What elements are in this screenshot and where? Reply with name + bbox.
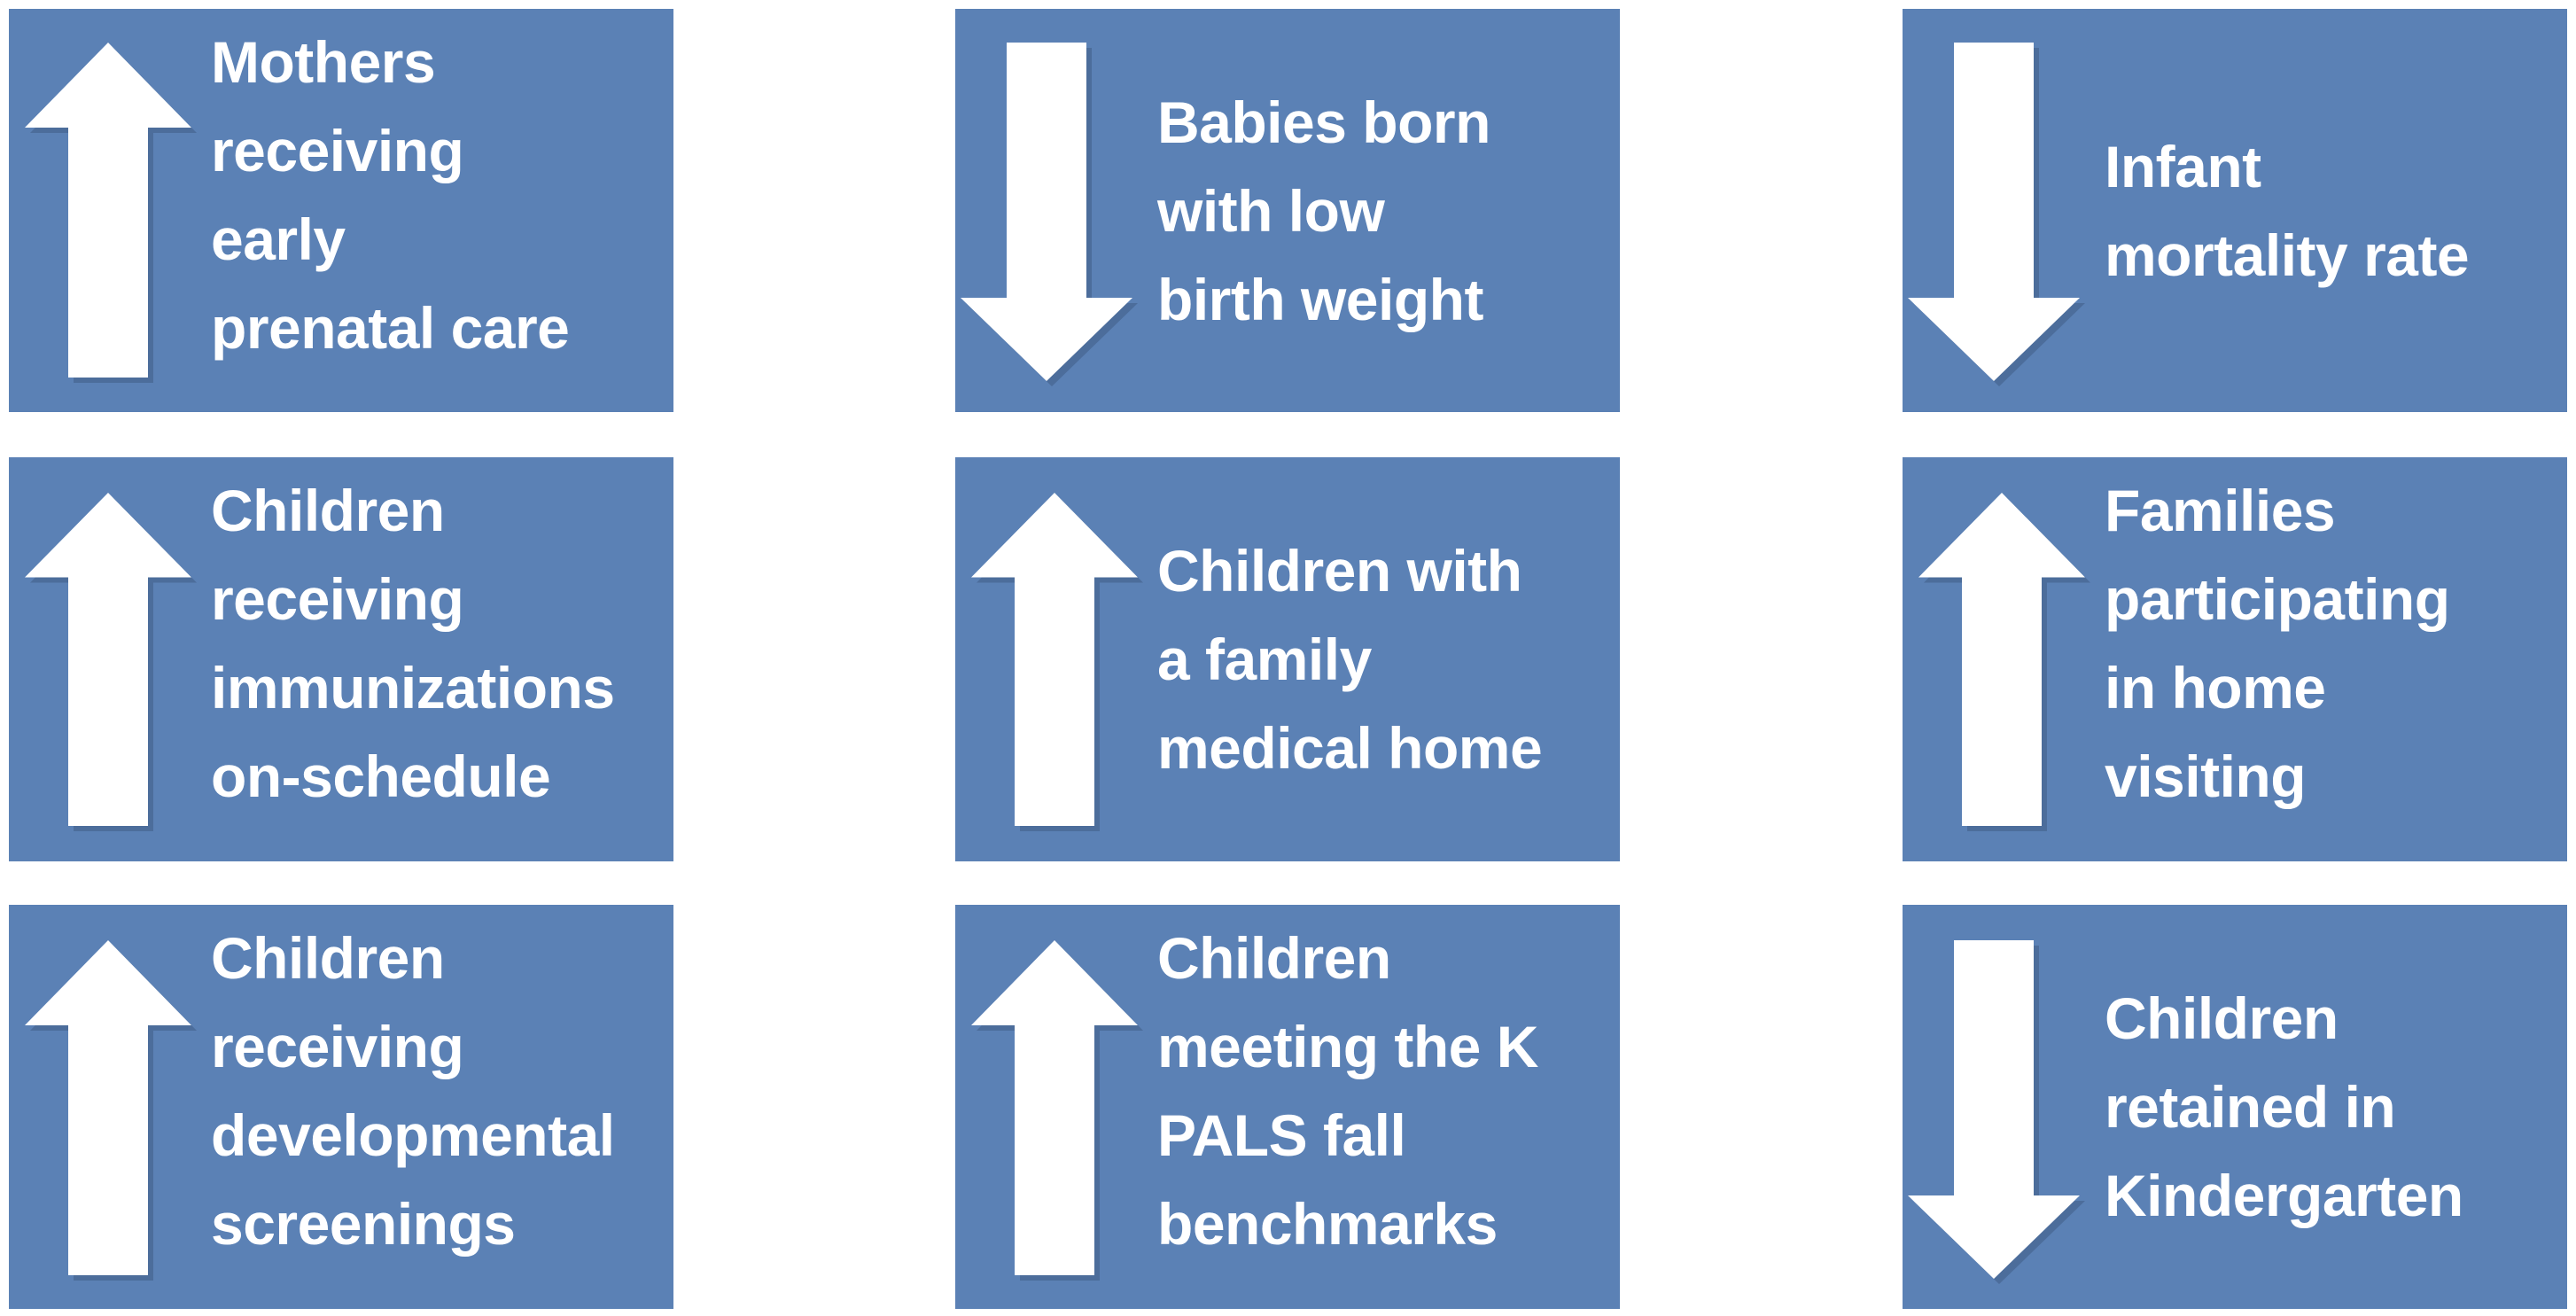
indicator-card-kindergarten-retention[interactable]: Children retained in Kindergarten [1903, 905, 2567, 1309]
arrow-slot [955, 457, 1143, 861]
indicator-card-family-medical-home[interactable]: Children with a family medical home [955, 457, 1620, 861]
arrow-slot [9, 905, 197, 1309]
indicator-label: Children retained in Kindergarten [2105, 985, 2463, 1228]
indicator-card-infant-mortality[interactable]: Infant mortality rate [1903, 9, 2567, 412]
indicator-card-home-visiting[interactable]: Families participating in home visiting [1903, 457, 2567, 861]
indicator-label: Children meeting the K PALS fall benchma… [1157, 925, 1538, 1257]
arrow-up-icon [1918, 493, 2090, 831]
arrow-down-icon [961, 43, 1138, 386]
arrow-up-icon [971, 940, 1143, 1281]
indicator-label: Children with a family medical home [1157, 538, 1543, 781]
indicator-card-low-birth-weight[interactable]: Babies born with low birth weight [955, 9, 1620, 412]
arrow-up-icon [25, 493, 197, 831]
arrow-slot [955, 9, 1143, 412]
indicator-label: Children receiving developmental screeni… [211, 925, 615, 1257]
arrow-slot [9, 457, 197, 861]
indicator-card-developmental-screenings[interactable]: Children receiving developmental screeni… [9, 905, 673, 1309]
arrow-slot [955, 905, 1143, 1309]
indicator-label: Mothers receiving early prenatal care [211, 29, 570, 361]
arrow-down-icon [1908, 43, 2085, 386]
arrow-up-icon [971, 493, 1143, 831]
arrow-slot [1903, 457, 2090, 861]
indicator-label: Infant mortality rate [2105, 133, 2470, 288]
indicator-label: Babies born with low birth weight [1157, 89, 1490, 332]
indicator-label: Children receiving immunizations on-sche… [211, 478, 615, 809]
arrow-slot [9, 9, 197, 412]
arrow-slot [1903, 9, 2090, 412]
arrow-up-icon [25, 43, 197, 383]
arrow-slot [1903, 905, 2090, 1309]
arrow-up-icon [25, 940, 197, 1281]
arrow-down-icon [1908, 940, 2085, 1284]
indicator-card-k-pals-benchmarks[interactable]: Children meeting the K PALS fall benchma… [955, 905, 1620, 1309]
indicator-card-immunizations[interactable]: Children receiving immunizations on-sche… [9, 457, 673, 861]
indicator-label: Families participating in home visiting [2105, 478, 2450, 809]
indicator-card-prenatal-care[interactable]: Mothers receiving early prenatal care [9, 9, 673, 412]
